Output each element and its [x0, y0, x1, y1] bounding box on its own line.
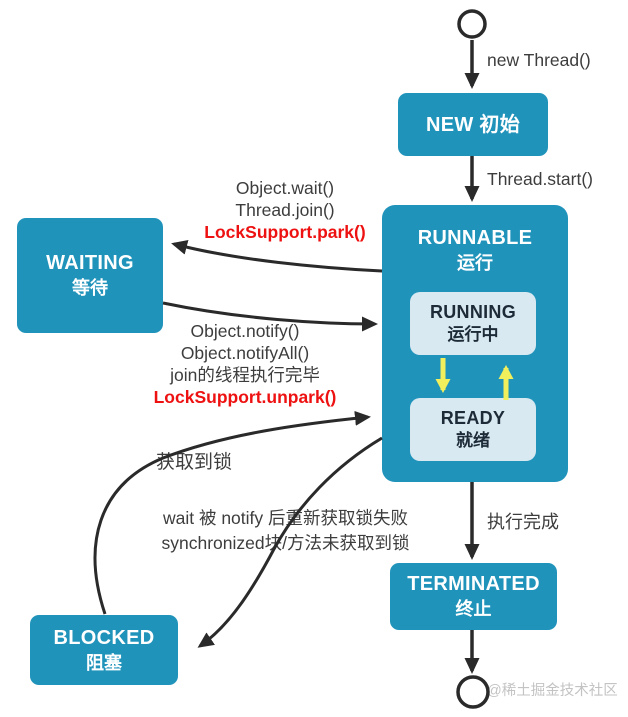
- edge-label-thread-join: Thread.join(): [235, 200, 335, 220]
- edge-label-object-wait: Object.wait(): [235, 178, 335, 198]
- node-runnable: RUNNABLE 运行 RUNNING 运行中 READY 就绪: [382, 205, 568, 482]
- edge-label-locksupport-park: LockSupport.park(): [204, 222, 366, 242]
- edge-label-new-thread: new Thread(): [487, 50, 591, 70]
- node-waiting: WAITING 等待: [17, 218, 163, 333]
- node-waiting-label: WAITING: [46, 252, 134, 275]
- start-state-icon: [457, 9, 487, 39]
- edge-labels-runnable-to-waiting: Object.wait() Thread.join() LockSupport.…: [185, 177, 385, 243]
- node-runnable-label: RUNNABLE: [417, 227, 533, 249]
- node-running: RUNNING 运行中: [410, 292, 536, 355]
- node-terminated: TERMINATED 终止: [390, 563, 557, 630]
- end-state-icon: [456, 675, 490, 709]
- node-blocked-label: BLOCKED: [53, 626, 155, 649]
- edge-labels-to-blocked: wait 被 notify 后重新获取锁失败 synchronized块/方法未…: [148, 506, 423, 556]
- node-new: NEW 初始: [398, 93, 548, 156]
- edge-label-thread-start: Thread.start(): [487, 169, 593, 189]
- edge-label-locksupport-unpark: LockSupport.unpark(): [153, 387, 337, 407]
- edge-label-synchronized-lock-failed: synchronized块/方法未获取到锁: [161, 533, 410, 553]
- edge-label-join-finished: join的线程执行完毕: [170, 365, 320, 385]
- edge-label-run-complete: 执行完成: [487, 512, 559, 532]
- node-ready: READY 就绪: [410, 398, 536, 461]
- arrow-runnable-to-waiting: [171, 240, 383, 273]
- edge-label-object-notifyall: Object.notifyAll(): [180, 343, 310, 363]
- node-running-sublabel: 运行中: [447, 325, 499, 345]
- edge-labels-waiting-to-runnable: Object.notify() Object.notifyAll() join的…: [135, 320, 355, 408]
- node-blocked-sublabel: 阻塞: [86, 652, 122, 673]
- node-terminated-label: TERMINATED: [407, 573, 540, 596]
- node-blocked: BLOCKED 阻塞: [30, 615, 178, 685]
- node-new-label: NEW 初始: [425, 113, 521, 136]
- watermark: @稀土掘金技术社区: [487, 683, 618, 699]
- edge-label-lock-acquired: 获取到锁: [156, 452, 233, 473]
- node-runnable-sublabel: 运行: [457, 253, 493, 273]
- node-waiting-sublabel: 等待: [72, 278, 108, 299]
- node-ready-sublabel: 就绪: [456, 431, 490, 451]
- node-running-label: RUNNING: [429, 301, 517, 322]
- edge-label-object-notify: Object.notify(): [190, 321, 300, 341]
- edge-label-reacquire-lock-failed: wait 被 notify 后重新获取锁失败: [162, 508, 409, 528]
- node-ready-label: READY: [440, 407, 506, 428]
- node-terminated-sublabel: 终止: [455, 599, 492, 620]
